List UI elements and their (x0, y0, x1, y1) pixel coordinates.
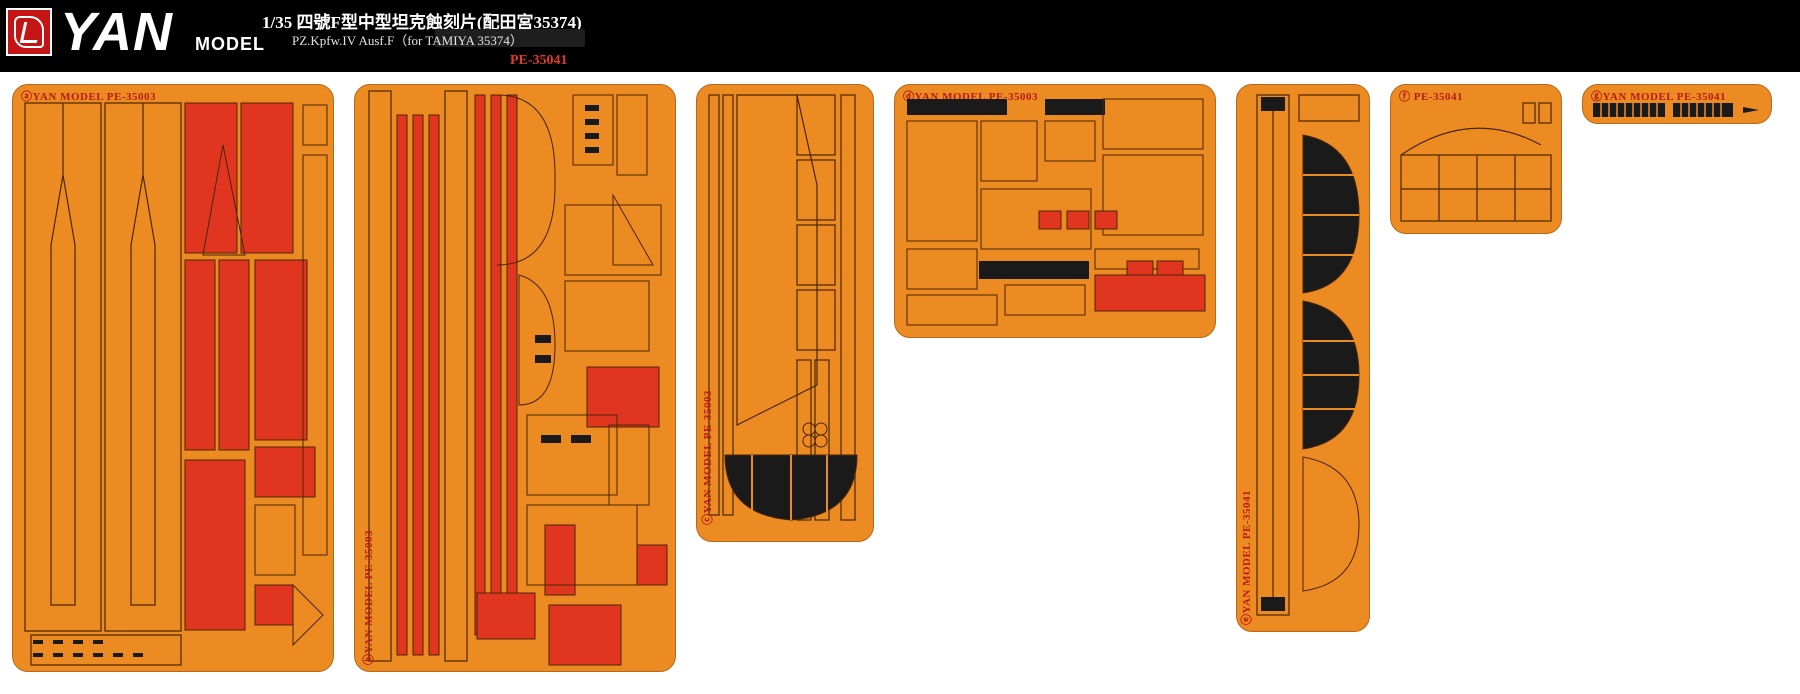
sheet-e-parts (1256, 94, 1360, 616)
fret-sheet-e: ⓔYAN MODEL PE-35041 (1236, 84, 1370, 632)
brand-seal-logo (6, 8, 52, 56)
sheet-b-label: ⓑYAN MODEL PE-35003 (363, 530, 375, 665)
fret-sheet-b: ⓑYAN MODEL PE-35003 (354, 84, 676, 672)
sheet-c-parts (708, 94, 858, 521)
fret-sheet-c: ⓒYAN MODEL PE-35003 (696, 84, 874, 542)
fret-sheet-g: ⓖYAN MODEL PE-35041 (1582, 84, 1772, 124)
subtitle-highlight (435, 29, 585, 47)
sheet-a-label: ⓐYAN MODEL PE-35003 (21, 91, 156, 103)
product-subtitle: PZ.Kpfw.IV Ausf.F（for TAMIYA 35374） (292, 33, 523, 48)
sheet-c-label: ⓒYAN MODEL PE-35003 (702, 390, 714, 525)
sheet-b-parts (368, 90, 668, 666)
fret-sheet-d: ⓓYAN MODEL PE-35003 (894, 84, 1216, 338)
brand-suffix: MODEL (195, 34, 265, 54)
product-title: 1/35 四號F型中型坦克蝕刻片(配田宮35374) (262, 13, 582, 32)
header-bar: YAN MODEL 1/35 四號F型中型坦克蝕刻片(配田宮35374) PZ.… (0, 0, 1800, 72)
brand-name: YAN (60, 2, 174, 62)
sheet-a-parts (24, 102, 328, 666)
sheet-f-parts (1400, 102, 1552, 222)
sheet-e-label: ⓔYAN MODEL PE-35041 (1241, 490, 1253, 625)
sheet-d-parts (906, 98, 1206, 326)
fret-sheet-a: ⓐYAN MODEL PE-35003 (12, 84, 334, 672)
fret-sheet-f: ⓕ PE-35041 (1390, 84, 1562, 234)
sheet-g-label: ⓖYAN MODEL PE-35041 (1591, 91, 1726, 103)
seal-frame (14, 16, 44, 48)
product-code: PE-35041 (510, 53, 568, 68)
sheet-g-parts (1593, 103, 1759, 117)
sheet-f-label: ⓕ PE-35041 (1399, 91, 1463, 103)
